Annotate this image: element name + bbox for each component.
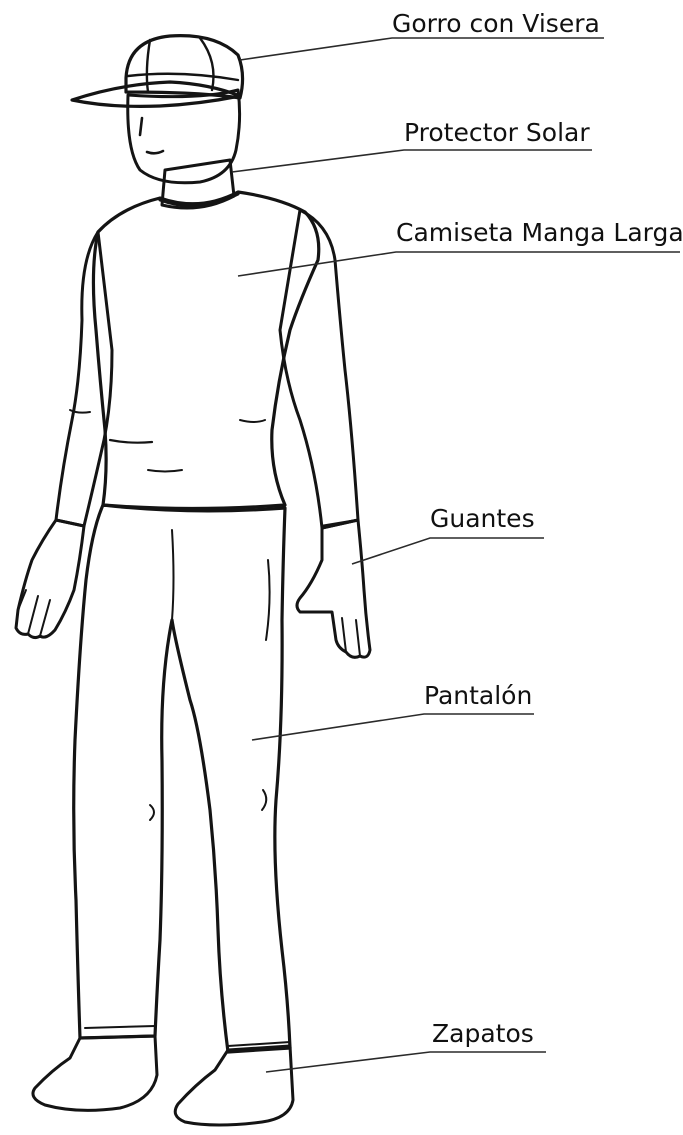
- gloves: [16, 520, 370, 657]
- right-glove: [297, 520, 370, 657]
- shirt-torso: [93, 192, 318, 509]
- cap-crown: [126, 36, 243, 98]
- leader-pants: [252, 714, 534, 740]
- label-cap: Gorro con Visera: [392, 9, 600, 38]
- pants: [74, 505, 290, 1052]
- shirt: [56, 192, 358, 528]
- left-shoe: [33, 1036, 157, 1110]
- label-shoes: Zapatos: [432, 1019, 534, 1048]
- labels: Gorro con Visera Protector Solar Camiset…: [392, 9, 683, 1048]
- leader-lines: [232, 38, 680, 1072]
- leader-gloves: [352, 538, 544, 564]
- leader-cap: [240, 38, 604, 60]
- shirt-left-sleeve: [56, 232, 112, 526]
- label-pants: Pantalón: [424, 681, 532, 710]
- left-glove: [16, 520, 84, 638]
- label-gloves: Guantes: [430, 504, 535, 533]
- right-shoe: [175, 1046, 293, 1125]
- leader-sunscreen: [232, 150, 592, 172]
- leader-shoes: [266, 1052, 546, 1072]
- label-sunscreen: Protector Solar: [404, 118, 590, 147]
- leader-shirt: [238, 252, 680, 276]
- label-shirt: Camiseta Manga Larga: [396, 218, 683, 247]
- pants-shape: [74, 505, 290, 1052]
